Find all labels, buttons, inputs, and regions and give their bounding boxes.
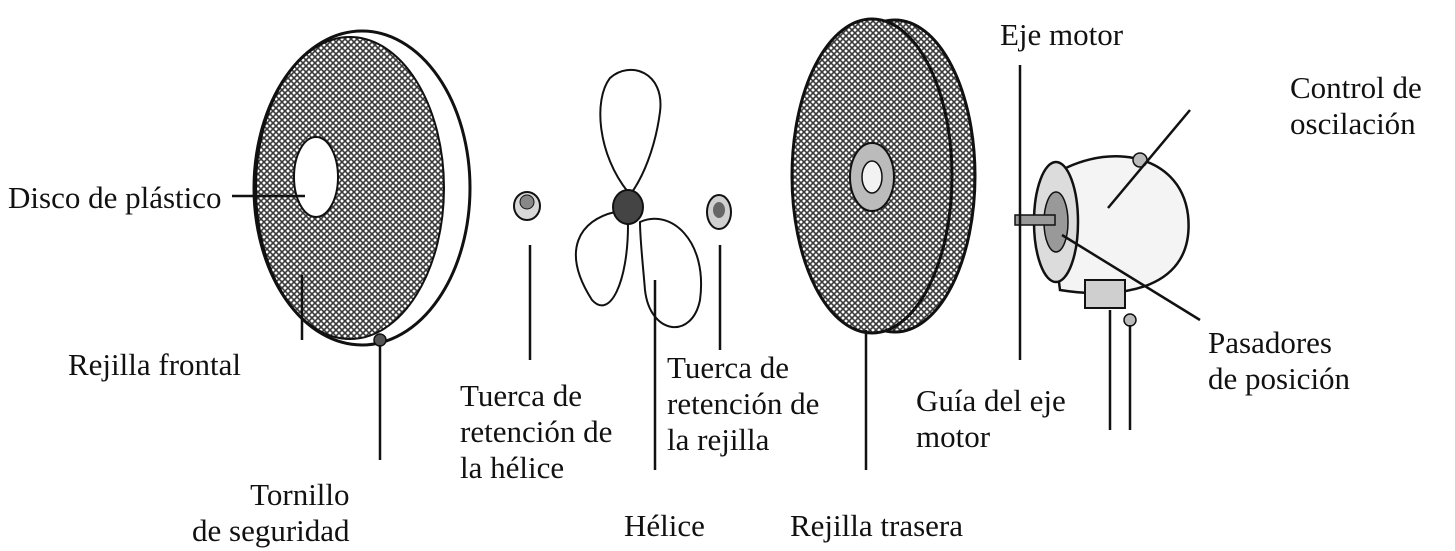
front-grille: [252, 29, 472, 347]
label-tuerca-helice: Tuerca de retención de la hélice: [460, 378, 613, 485]
label-disco-plastico: Disco de plástico: [8, 180, 222, 215]
label-rejilla-frontal: Rejilla frontal: [68, 347, 242, 382]
leader-lines: [232, 65, 1201, 470]
label-tornillo-seguridad: Tornillo de seguridad: [192, 477, 350, 548]
label-tuerca-rejilla: Tuerca de retención de la rejilla: [667, 350, 820, 457]
security-screw: [373, 333, 387, 347]
grille-retaining-nut: [706, 194, 732, 230]
label-pasadores: Pasadores de posición: [1208, 325, 1351, 396]
motor-shaft: [1014, 214, 1056, 226]
label-rejilla-trasera: Rejilla trasera: [790, 508, 963, 543]
plastic-disc: [293, 136, 339, 218]
rear-grille: [790, 17, 977, 335]
motor-housing: [1032, 155, 1190, 327]
label-control-oscilacion: Control de oscilación: [1290, 70, 1422, 141]
blade-retaining-nut: [513, 191, 541, 221]
label-guia-eje: Guía del eje motor: [916, 383, 1066, 454]
fan-blade: [574, 68, 703, 328]
label-helice: Hélice: [624, 508, 705, 543]
label-eje-motor: Eje motor: [1000, 17, 1124, 52]
